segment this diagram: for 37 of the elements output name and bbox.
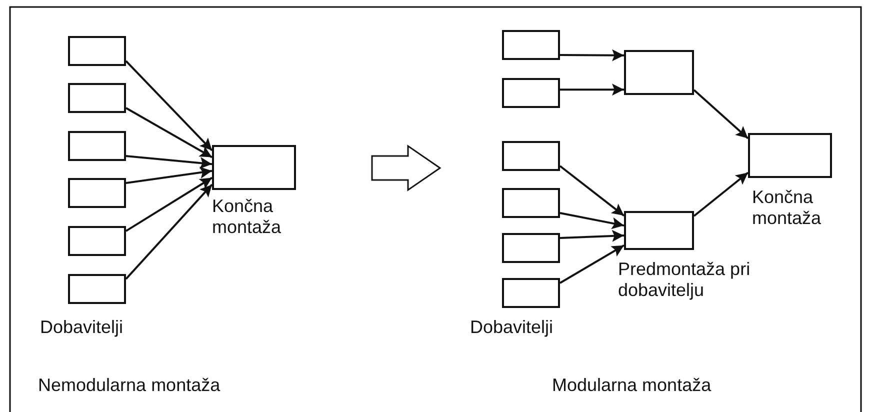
supplier-box — [502, 233, 560, 263]
supplier-box — [502, 278, 560, 308]
supplier-box — [68, 36, 126, 66]
arrow — [693, 172, 749, 217]
group-label: Dobavitelji — [40, 317, 124, 338]
assembly-box — [748, 133, 832, 178]
section-title: Nemodularna montaža — [38, 375, 222, 396]
arrow — [560, 49, 624, 62]
arrow — [560, 244, 624, 284]
supplier-box — [502, 30, 560, 60]
arrow — [693, 89, 749, 140]
arrow — [559, 165, 625, 216]
supplier-box — [68, 131, 126, 161]
supplier-box — [502, 188, 560, 218]
arrow — [125, 184, 213, 280]
supplier-box — [502, 141, 560, 171]
supplier-box — [68, 274, 126, 304]
assembly-box — [624, 50, 694, 95]
arrow — [560, 230, 624, 242]
supplier-box — [68, 83, 126, 113]
assembly-box — [624, 211, 694, 250]
supplier-box — [68, 226, 126, 256]
supplier-box — [502, 78, 560, 108]
section-title: Modularna montaža — [552, 375, 712, 396]
supplier-box — [68, 178, 126, 208]
arrow — [125, 60, 213, 152]
assembly-box — [212, 145, 296, 190]
box-caption: Predmontaža pri dobavitelju — [618, 259, 752, 301]
arrow — [126, 155, 212, 169]
group-label: Dobavitelji — [470, 317, 554, 338]
arrow — [126, 107, 212, 158]
arrow — [560, 84, 624, 96]
arrow — [125, 176, 213, 232]
box-caption: Končna montaža — [752, 187, 822, 229]
arrow — [560, 212, 624, 230]
box-caption: Končna montaža — [212, 196, 282, 238]
arrow — [126, 166, 212, 184]
